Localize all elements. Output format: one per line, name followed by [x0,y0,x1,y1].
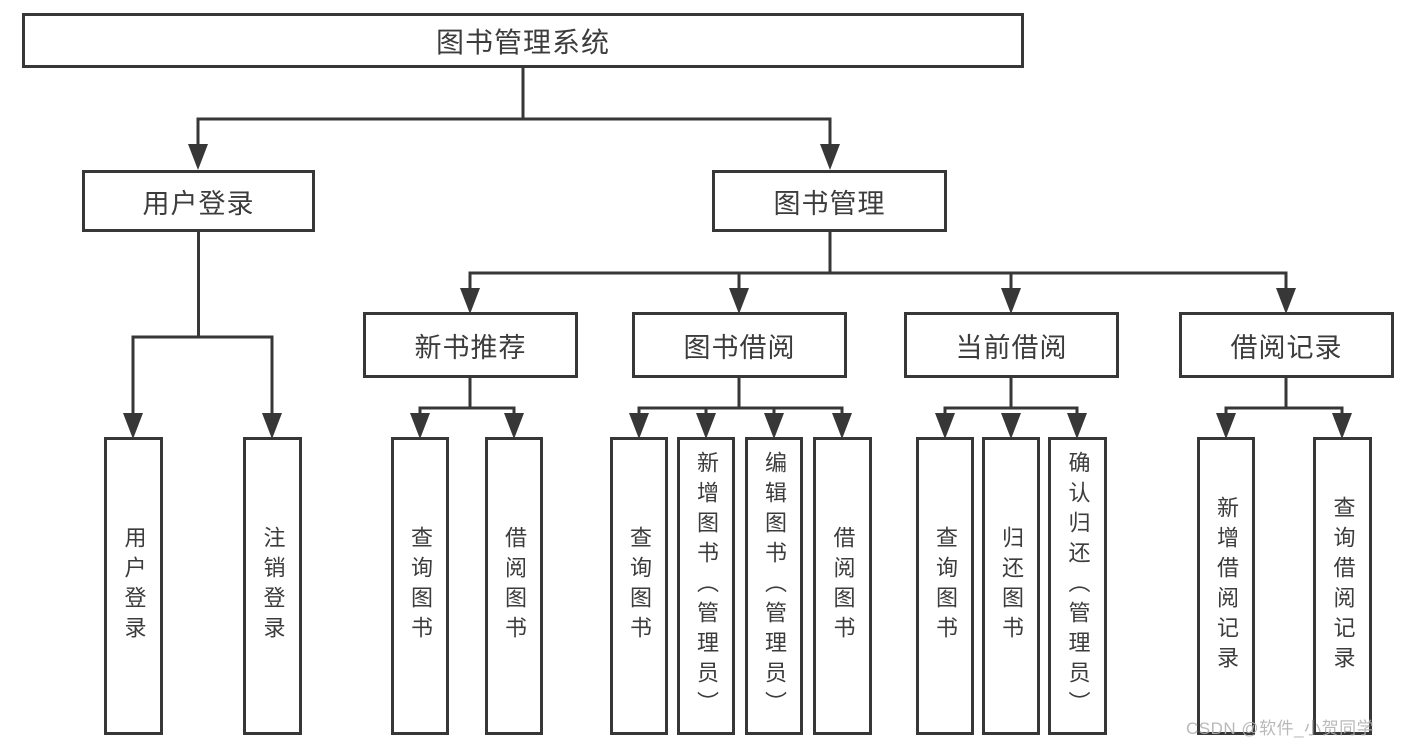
node-label: 归还图书 [999,526,1024,646]
leaf-query-books-current: 查询图书 [916,437,974,735]
connector-current-borrow-to-leaves [943,378,1079,415]
node-label: 用户登录 [142,188,255,219]
node-label: 图书管理 [773,188,886,219]
arrowhead [696,413,716,439]
watermark-text: CSDN @软件_小贺同学 [1186,719,1375,738]
arrowhead [1001,288,1021,314]
arrowhead [820,144,840,170]
node-label: 借阅图书 [502,526,527,646]
node-borrow-records: 借阅记录 [1179,312,1394,378]
node-label: 查询图书 [627,526,652,646]
arrowhead [1332,413,1352,439]
arrowhead [460,288,480,314]
node-label: 新增借阅记录 [1214,496,1239,676]
node-label: 确认归还（管理员） [1065,451,1091,721]
node-root: 图书管理系统 [22,13,1024,68]
arrowhead [935,413,955,439]
node-label: 用户登录 [121,526,147,646]
arrowhead [729,288,749,314]
leaf-confirm-return-admin: 确认归还（管理员） [1048,437,1107,735]
node-current-borrow: 当前借阅 [904,312,1119,378]
arrowhead [1067,413,1087,439]
leaf-borrow-books-recommend: 借阅图书 [485,437,543,735]
connector-user-login-to-leaves [131,232,274,414]
arrowhead [188,144,208,170]
leaf-query-books-recommend: 查询图书 [391,437,449,735]
arrowhead [1216,413,1236,439]
connector-book-management-to-level3 [468,232,1288,290]
leaf-add-book-admin: 新增图书（管理员） [677,437,735,735]
node-label: 查询借阅记录 [1330,496,1356,676]
leaf-edit-book-admin: 编辑图书（管理员） [745,437,803,735]
leaf-return-book: 归还图书 [982,437,1040,735]
leaf-query-borrow-record: 查询借阅记录 [1313,437,1372,735]
leaf-query-books-borrow: 查询图书 [610,437,668,735]
arrowhead [504,413,524,439]
node-label: 借阅记录 [1230,332,1343,363]
node-label: 借阅图书 [830,526,856,646]
node-label: 当前借阅 [955,332,1068,363]
node-book-management: 图书管理 [712,170,947,232]
node-label: 查询图书 [408,526,433,646]
leaf-logout: 注销登录 [243,437,302,735]
node-label: 图书借阅 [683,332,796,363]
connector-new-book-recommend-to-leaves [418,378,516,415]
leaf-add-borrow-record: 新增借阅记录 [1197,437,1255,735]
node-label: 新增图书（管理员） [694,451,719,721]
node-label: 查询图书 [933,526,958,646]
node-label: 图书管理系统 [435,26,610,58]
connector-borrow-records-to-leaves [1224,378,1344,415]
arrowhead [262,413,282,439]
connector-book-borrow-to-leaves [637,378,844,415]
node-user-login: 用户登录 [82,170,315,232]
arrowhead [123,413,143,439]
arrowhead [629,413,649,439]
node-label: 编辑图书（管理员） [762,451,787,721]
arrowhead [764,413,784,439]
arrowhead [1001,413,1021,439]
arrowhead [1276,288,1296,314]
connector-root-to-level2 [196,68,832,146]
node-new-book-recommend: 新书推荐 [363,312,578,378]
node-label: 注销登录 [260,526,286,646]
arrowhead [832,413,852,439]
node-book-borrow: 图书借阅 [632,312,847,378]
node-label: 新书推荐 [414,332,527,363]
leaf-user-login: 用户登录 [104,437,163,735]
leaf-borrow-books: 借阅图书 [813,437,872,735]
arrowhead [410,413,430,439]
